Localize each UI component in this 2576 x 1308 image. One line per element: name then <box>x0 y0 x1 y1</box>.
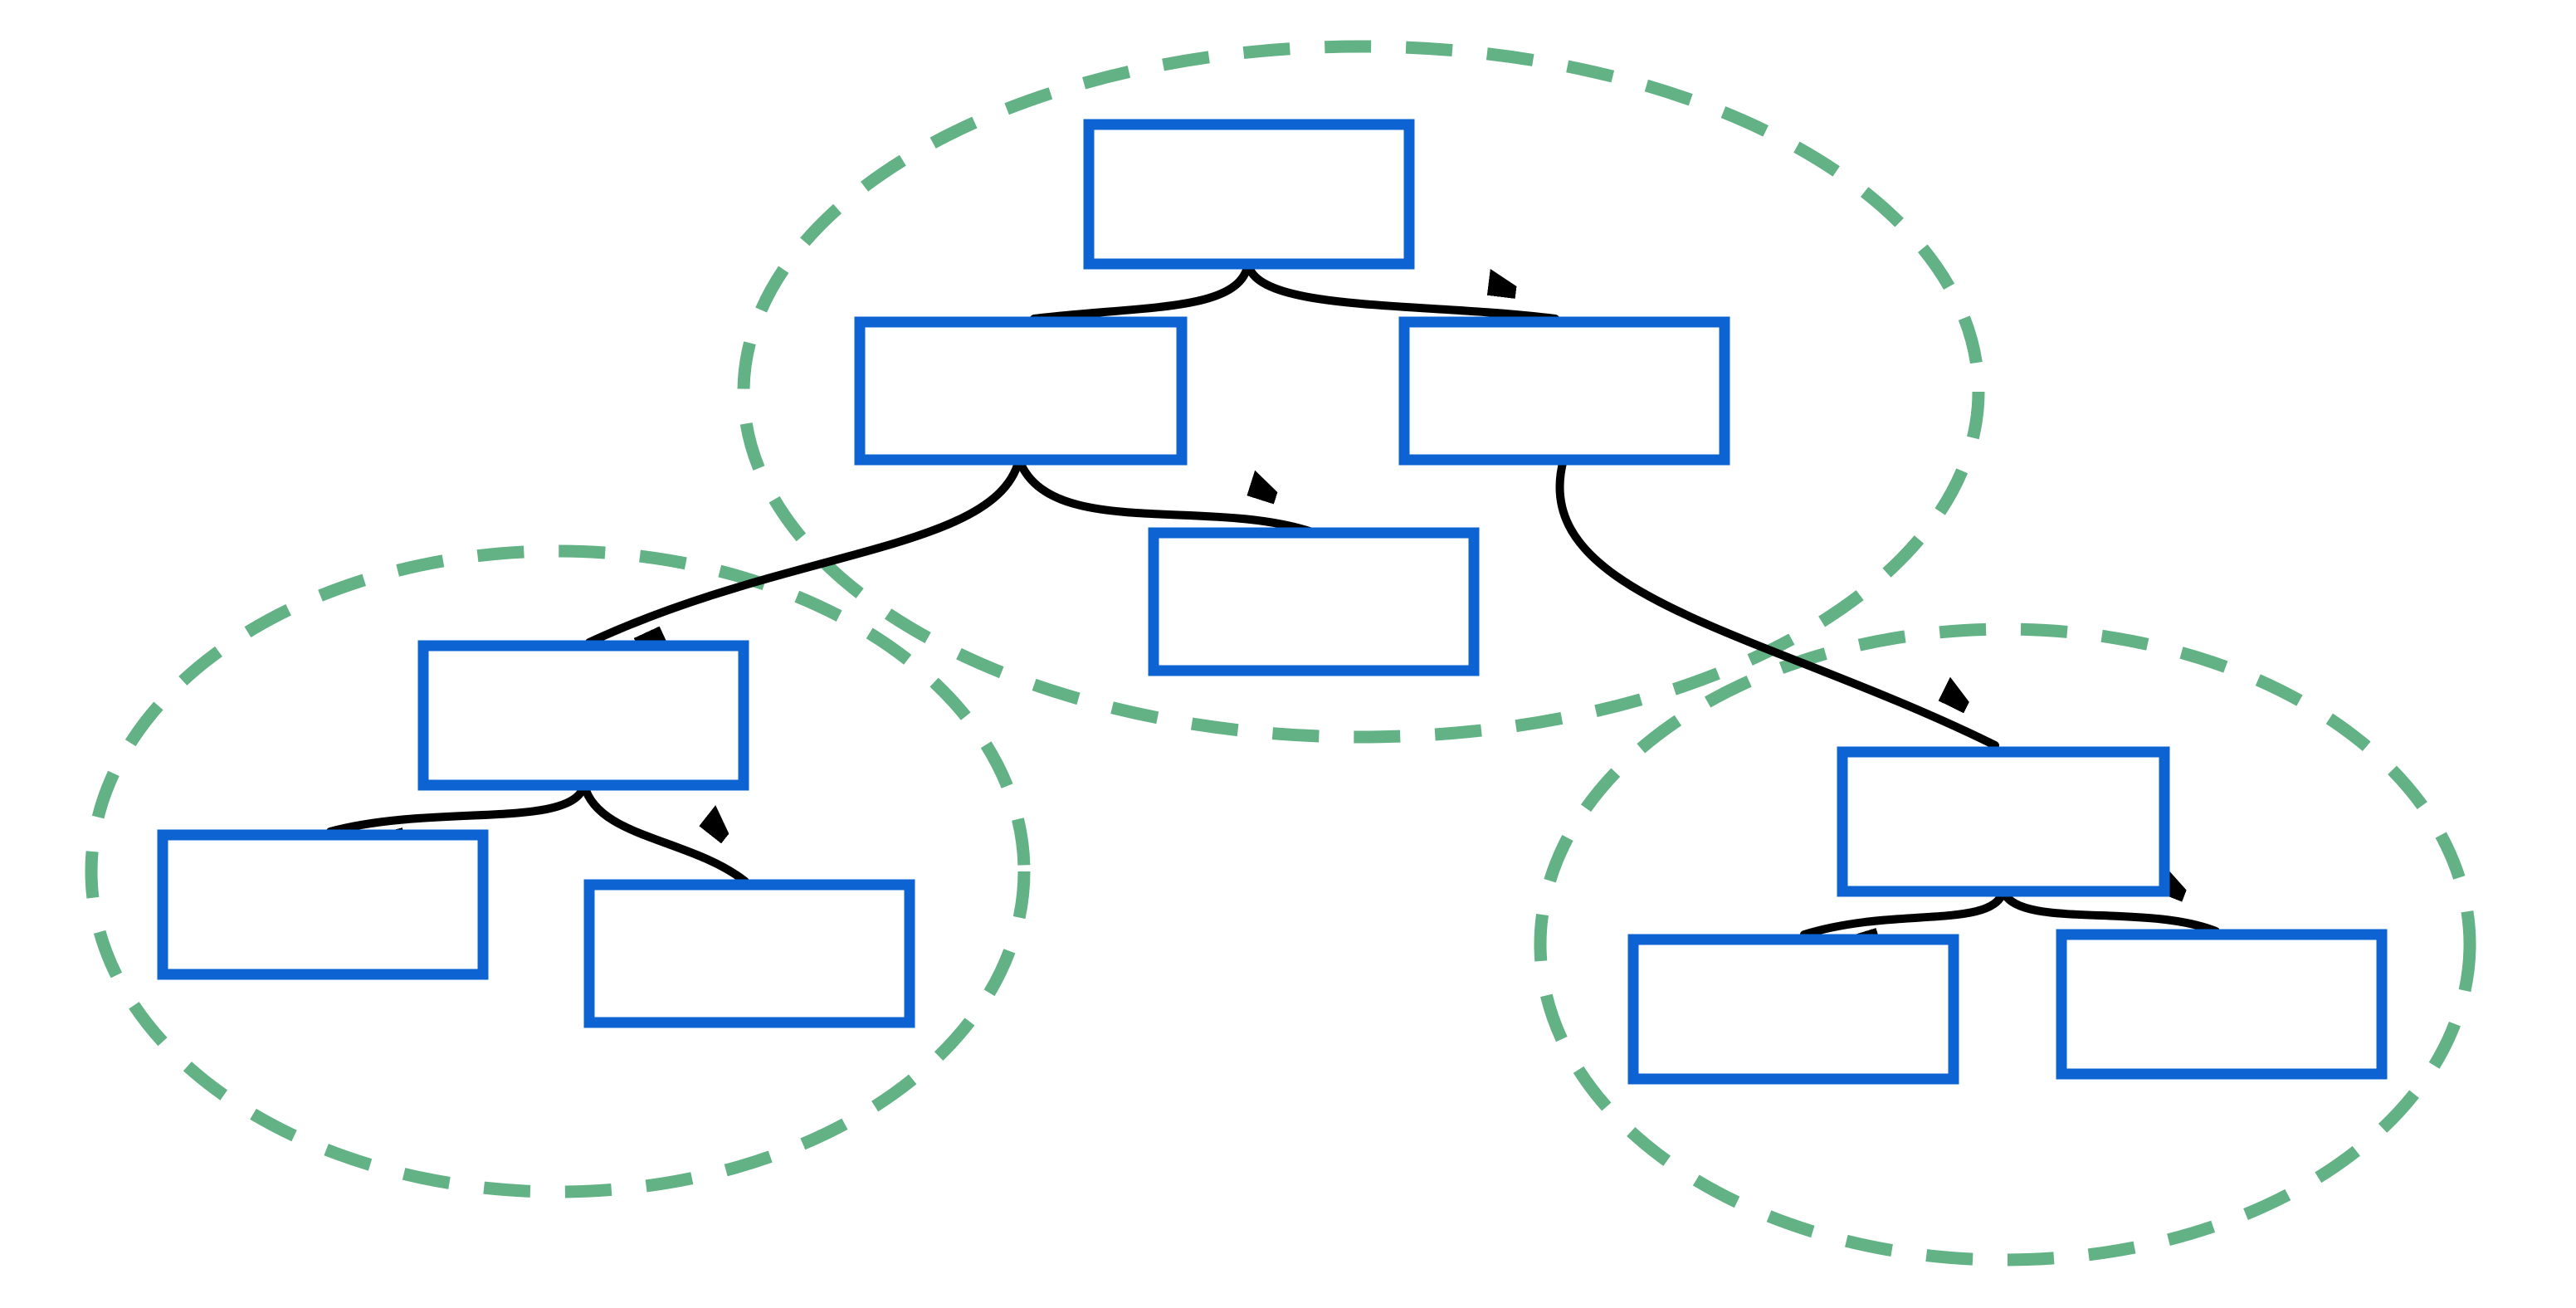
cluster-left <box>85 544 1031 1198</box>
edge-root-to-child-left <box>1030 260 1252 319</box>
edge-right-sub-root-to-right-leaf-1 <box>1800 887 2008 935</box>
node-child-left <box>854 316 1188 466</box>
node-left-leaf-2 <box>583 879 915 1028</box>
node-leaf-mid <box>1148 527 1480 676</box>
node-right-sub-root <box>1837 746 2170 897</box>
node-right-leaf-2 <box>2056 929 2388 1080</box>
edge-left-sub-root-to-left-leaf-1 <box>326 781 588 832</box>
cluster-top <box>737 40 1985 744</box>
edge-left-sub-root-to-left-leaf-2 <box>580 781 749 886</box>
node-left-leaf-1 <box>157 829 489 980</box>
node-layer <box>157 119 2388 1085</box>
cluster-layer <box>85 40 2476 1267</box>
edge-root-to-child-right <box>1244 260 1559 323</box>
edge-child-left-to-left-sub-root <box>585 456 1023 642</box>
edge-child-left-to-leaf-mid <box>1015 456 1314 535</box>
node-right-leaf-1 <box>1627 934 1959 1085</box>
node-child-right <box>1398 316 1730 466</box>
node-root <box>1083 119 1415 270</box>
edge-child-right-to-right-sub-root <box>1555 456 1999 749</box>
edge-layer <box>326 260 2220 935</box>
node-left-sub-root <box>417 640 749 791</box>
cluster-right <box>1534 622 2476 1267</box>
edge-right-sub-root-to-right-leaf-2 <box>1999 891 2220 935</box>
